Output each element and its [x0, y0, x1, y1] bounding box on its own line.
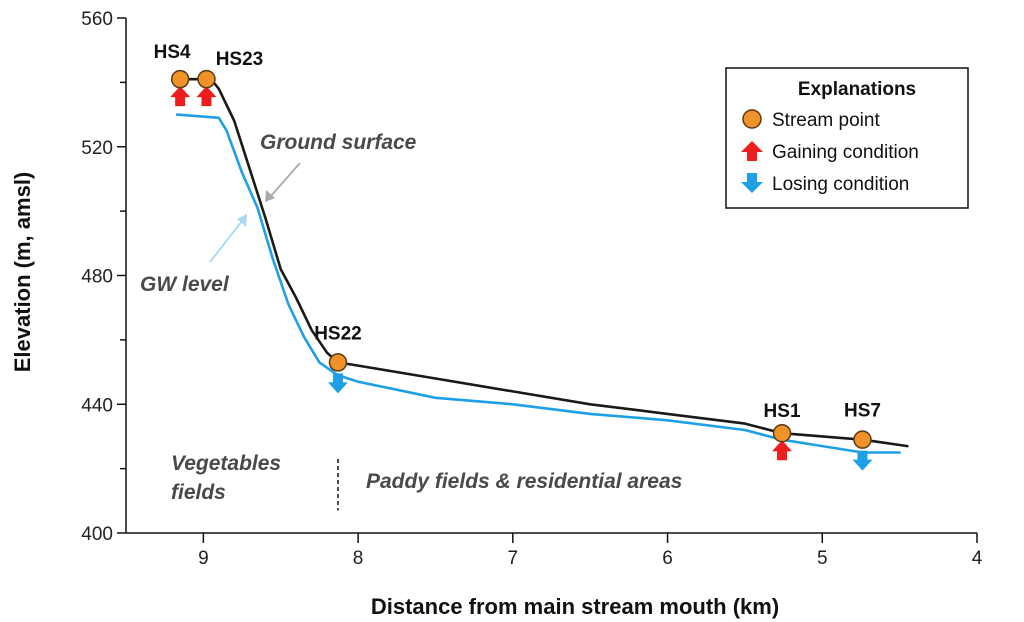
x-tick-label: 8	[353, 548, 364, 569]
y-tick-label: 520	[81, 138, 113, 159]
legend-label-gaining: Gaining condition	[772, 142, 919, 163]
losing-arrow-icon	[852, 450, 873, 471]
y-tick-label: 440	[81, 395, 113, 416]
legend-stream-point-icon	[742, 109, 762, 129]
x-tick-label: 6	[662, 548, 673, 569]
legend-box	[725, 67, 969, 209]
ground-surface-pointer	[269, 162, 301, 198]
ground-surface-pointer-head	[265, 190, 275, 202]
stream-point-label: HS22	[314, 323, 362, 344]
gw-level-pointer	[209, 220, 243, 263]
stream-point-marker	[170, 69, 190, 89]
x-tick-label: 9	[198, 548, 209, 569]
x-axis-title: Distance from main stream mouth (km)	[371, 594, 779, 619]
vegetables-fields-label-2: fields	[171, 481, 226, 504]
gw-level-label: GW level	[140, 273, 230, 296]
stream-point-label: HS1	[764, 401, 801, 422]
legend-title: Explanations	[798, 79, 916, 100]
stream-point-marker	[328, 353, 348, 372]
legend-label-stream-point: Stream point	[772, 110, 880, 131]
stream-point-marker	[197, 69, 216, 89]
stream-point-marker	[772, 423, 792, 443]
legend: Explanations Stream point Gaining condit…	[725, 67, 969, 209]
gaining-arrow-icon	[196, 86, 217, 107]
y-axis-title: Elevation (m, amsl)	[10, 172, 35, 373]
stream-point-marker	[853, 430, 872, 449]
losing-arrow-icon	[327, 373, 348, 394]
y-tick-label: 480	[81, 267, 113, 288]
ground-surface-label: Ground surface	[260, 131, 417, 154]
legend-losing-arrow-icon	[741, 173, 763, 193]
stream-point-label: HS4	[154, 42, 191, 63]
x-tick-label: 5	[817, 548, 828, 569]
stream-point-label: HS23	[216, 49, 264, 70]
gaining-arrow-icon	[170, 86, 191, 107]
gaining-arrow-icon	[772, 440, 793, 461]
vegetables-fields-label-1: Vegetables	[171, 452, 281, 475]
legend-label-losing: Losing condition	[772, 174, 909, 195]
y-tick-label: 560	[81, 9, 113, 30]
gw-level-pointer-head	[237, 214, 247, 227]
stream-point-label: HS7	[844, 401, 881, 422]
axes: 400 440 480 520 560 9 8 7 6 5 4	[81, 9, 982, 569]
paddy-residential-label: Paddy fields & residential areas	[366, 470, 682, 493]
legend-gaining-arrow-icon	[741, 141, 763, 161]
x-tick-label: 4	[972, 548, 983, 569]
y-tick-label: 400	[81, 524, 113, 545]
x-tick-label: 7	[508, 548, 519, 569]
